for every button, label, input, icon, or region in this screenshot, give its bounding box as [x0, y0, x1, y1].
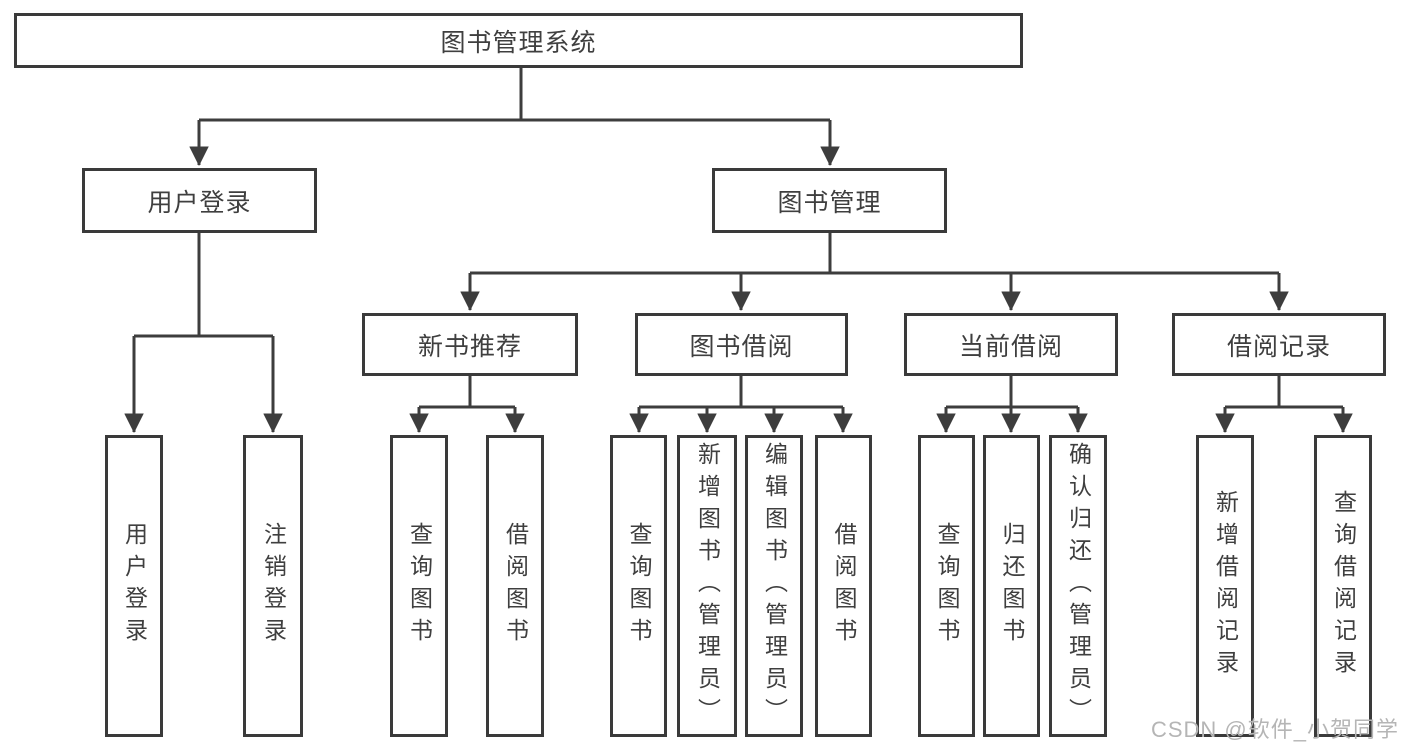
node-book-management: 图书管理 [712, 168, 947, 233]
leaf-records-add-record-label: 新增借阅记录 [1212, 490, 1239, 682]
leaf-borrow-add-books-admin: 新增图书（管理员） [677, 435, 737, 737]
leaf-recommend-query-books: 查询图书 [390, 435, 448, 737]
node-borrow-records: 借阅记录 [1172, 313, 1386, 376]
leaf-recommend-borrow-books: 借阅图书 [486, 435, 544, 737]
node-book-borrow-label: 图书借阅 [689, 332, 794, 361]
leaf-borrow-query-books: 查询图书 [610, 435, 667, 737]
leaf-recommend-borrow-books-label: 借阅图书 [502, 522, 529, 650]
node-new-book-recommend: 新书推荐 [362, 313, 578, 376]
leaf-current-query-books-label: 查询图书 [934, 522, 960, 650]
watermark: CSDN @软件_小贺同学 [1150, 717, 1399, 742]
leaf-logout: 注销登录 [243, 435, 303, 737]
leaf-borrow-borrow-books-label: 借阅图书 [831, 522, 857, 650]
leaf-borrow-edit-books-admin-label: 编辑图书（管理员） [761, 442, 788, 730]
leaf-records-add-record: 新增借阅记录 [1196, 435, 1254, 737]
leaf-recommend-query-books-label: 查询图书 [406, 522, 433, 650]
node-book-management-label: 图书管理 [777, 188, 882, 217]
leaf-borrow-add-books-admin-label: 新增图书（管理员） [694, 442, 721, 730]
node-borrow-records-label: 借阅记录 [1226, 332, 1331, 361]
leaf-records-query-record-label: 查询借阅记录 [1330, 490, 1357, 682]
leaf-borrow-borrow-books: 借阅图书 [815, 435, 872, 737]
leaf-current-return-books: 归还图书 [983, 435, 1040, 737]
leaf-records-query-record: 查询借阅记录 [1314, 435, 1372, 737]
node-current-borrow-label: 当前借阅 [958, 332, 1063, 361]
leaf-current-return-books-label: 归还图书 [999, 522, 1025, 650]
node-user-login-label: 用户登录 [147, 188, 252, 217]
node-root-label: 图书管理系统 [440, 28, 597, 57]
node-new-book-recommend-label: 新书推荐 [417, 332, 522, 361]
leaf-borrow-edit-books-admin: 编辑图书（管理员） [745, 435, 803, 737]
leaf-user-login-label: 用户登录 [121, 522, 148, 650]
leaf-user-login: 用户登录 [105, 435, 163, 737]
node-current-borrow: 当前借阅 [904, 313, 1118, 376]
leaf-current-confirm-return-admin-label: 确认归还（管理员） [1065, 442, 1092, 730]
node-root: 图书管理系统 [14, 13, 1023, 68]
node-user-login: 用户登录 [82, 168, 317, 233]
leaf-current-confirm-return-admin: 确认归还（管理员） [1049, 435, 1107, 737]
leaf-current-query-books: 查询图书 [918, 435, 975, 737]
leaf-borrow-query-books-label: 查询图书 [626, 522, 652, 650]
leaf-logout-label: 注销登录 [260, 522, 287, 650]
node-book-borrow: 图书借阅 [635, 313, 848, 376]
